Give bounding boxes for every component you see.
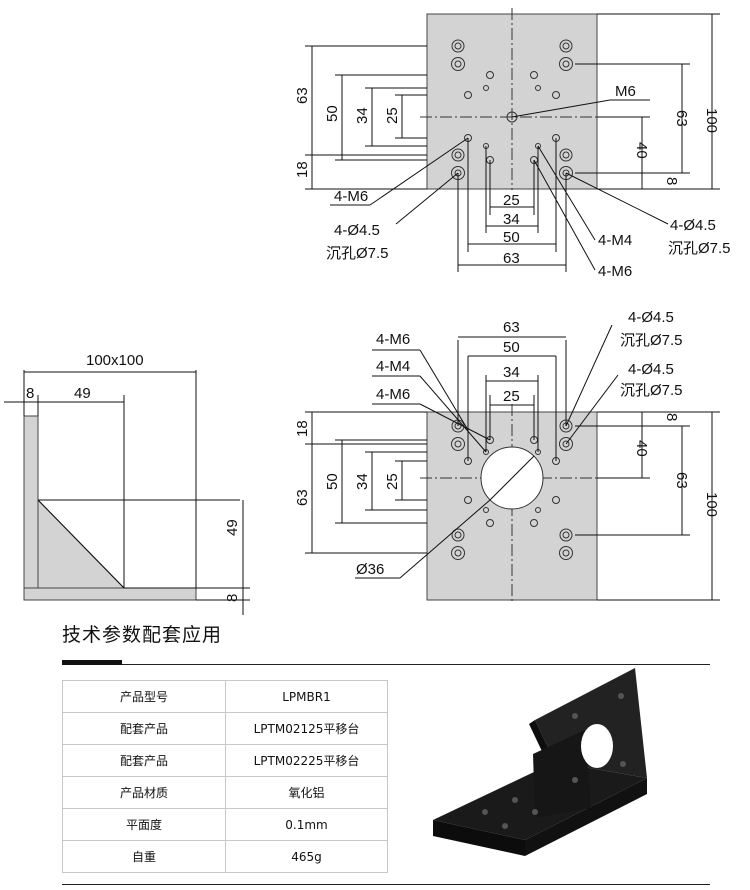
spec-label: 平面度	[62, 808, 226, 841]
dim-side-h: 49	[224, 519, 241, 536]
callout-m6: M6	[615, 83, 636, 100]
dim-side-width: 100x100	[86, 352, 144, 369]
dim-front-top-25: 25	[503, 388, 520, 405]
dim-top-left-50: 50	[324, 105, 341, 122]
callout-4-d45-right: 4-Ø4.5	[670, 217, 716, 234]
table-row: 自重 465g	[62, 840, 388, 873]
technical-drawing: 63 50 34 25 18 100 63 40 8 25 34 50 63	[4, 8, 731, 615]
table-row: 平面度 0.1mm	[62, 808, 388, 841]
spec-table: 产品型号 LPMBR1 配套产品 LPTM02125平移台 配套产品 LPTM0…	[62, 680, 388, 873]
top-view: 63 50 34 25 18 100 63 40 8 25 34 50 63	[294, 8, 731, 280]
callout-counterbore-right: 沉孔Ø7.5	[668, 240, 731, 257]
dim-top-bottom-34: 34	[503, 211, 520, 228]
spec-value: LPTM02125平移台	[225, 712, 388, 745]
dim-top-right-63: 63	[673, 110, 690, 127]
callout-front-counterbore-b: 沉孔Ø7.5	[620, 382, 683, 399]
dim-front-right-63: 63	[673, 472, 690, 489]
spec-value: LPMBR1	[225, 680, 388, 713]
dim-front-right-40: 40	[633, 440, 650, 457]
dim-top-right-8: 8	[663, 177, 680, 185]
dim-top-bottom-50: 50	[503, 229, 520, 246]
dim-top-bottom-25: 25	[503, 192, 520, 209]
dim-front-right-8: 8	[663, 413, 680, 421]
product-photo	[433, 668, 647, 856]
table-row: 产品材质 氧化铝	[62, 776, 388, 809]
dim-top-bottom-63: 63	[503, 250, 520, 267]
top-view-plate	[426, 13, 598, 190]
front-view: 63 50 34 25 18 50 34 25 63 8 40 63 10	[294, 309, 720, 604]
section-title: 技术参数配套应用	[62, 624, 223, 646]
dim-top-right-40: 40	[633, 142, 650, 159]
dim-front-left-63: 63	[294, 489, 311, 506]
spec-label: 配套产品	[62, 712, 226, 745]
counterbore-hole	[451, 39, 573, 180]
callout-front-4-d45-b: 4-Ø4.5	[628, 361, 674, 378]
callout-4-m6-left: 4-M6	[334, 188, 368, 205]
table-row: 产品型号 LPMBR1	[62, 680, 388, 713]
dim-top-left-34: 34	[354, 107, 371, 124]
dim-front-left-34: 34	[354, 473, 371, 490]
dim-side-base: 8	[224, 594, 241, 602]
spec-label: 配套产品	[62, 744, 226, 777]
dim-front-left-50: 50	[324, 473, 341, 490]
callout-4-m4: 4-M4	[598, 232, 632, 249]
spec-value: 465g	[225, 840, 388, 873]
callout-counterbore-left: 沉孔Ø7.5	[326, 245, 389, 262]
dim-front-top-34: 34	[503, 364, 520, 381]
counterbore-hole	[451, 419, 573, 560]
callout-front-4-m6: 4-M6	[376, 331, 410, 348]
title-accent-bar	[62, 660, 122, 665]
dim-top-left-25: 25	[384, 107, 401, 124]
dim-top-right-100: 100	[703, 108, 720, 133]
spec-value: 氧化铝	[225, 776, 388, 809]
callout-front-4-d45-a: 4-Ø4.5	[628, 309, 674, 326]
dim-front-right-100: 100	[703, 492, 720, 517]
callout-front-counterbore-a: 沉孔Ø7.5	[620, 332, 683, 349]
dim-side-b: 49	[74, 385, 91, 402]
dim-front-top-63: 63	[503, 319, 520, 336]
spec-label: 产品型号	[62, 680, 226, 713]
table-row: 配套产品 LPTM02125平移台	[62, 712, 388, 745]
callout-front-4-m4: 4-M4	[376, 358, 410, 375]
callout-4-m6-right: 4-M6	[598, 263, 632, 280]
dim-top-left-18: 18	[294, 161, 311, 178]
title-rule	[62, 664, 710, 665]
dim-front-top-50: 50	[503, 339, 520, 356]
side-view: 100x100 8 49 49 8	[4, 352, 250, 615]
spec-value: 0.1mm	[225, 808, 388, 841]
spec-label: 产品材质	[62, 776, 226, 809]
dim-side-a: 8	[26, 385, 34, 402]
dim-front-left-18: 18	[294, 420, 311, 437]
callout-bore-d36: Ø36	[356, 561, 384, 578]
table-row: 配套产品 LPTM02225平移台	[62, 744, 388, 777]
spec-value: LPTM02225平移台	[225, 744, 388, 777]
dim-top-left-63: 63	[294, 87, 311, 104]
bottom-rule	[62, 884, 710, 885]
callout-front-4-m6-b: 4-M6	[376, 386, 410, 403]
callout-4-d45-left: 4-Ø4.5	[334, 222, 380, 239]
dim-front-left-25: 25	[384, 473, 401, 490]
spec-label: 自重	[62, 840, 226, 873]
